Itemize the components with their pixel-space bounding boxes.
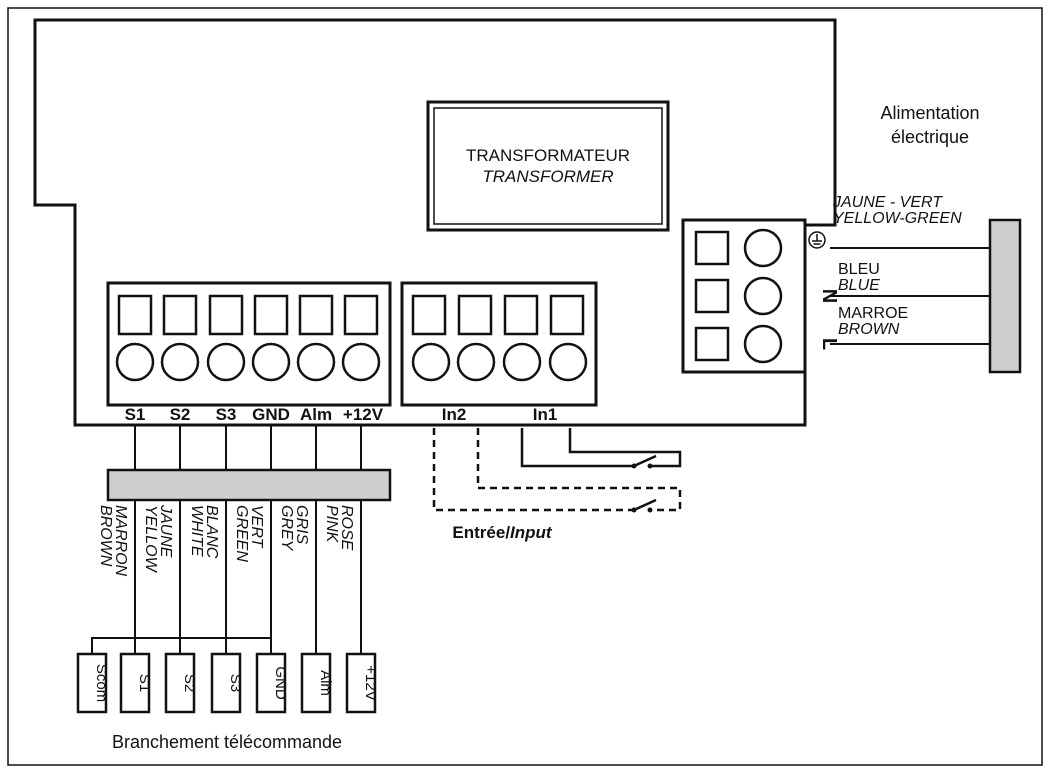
transformer-label-en: TRANSFORMER (482, 167, 613, 186)
remote-pin-s1: S1 (136, 674, 153, 692)
wire-color-grey-en: GREY (278, 505, 295, 552)
wire-label-earth-fr: JAUNE - VERT (832, 194, 943, 211)
transformer-block: TRANSFORMATEUR TRANSFORMER (426, 100, 670, 232)
terminal-wires (91, 426, 362, 654)
circuit-board (33, 18, 837, 427)
wire-label-earth-en: YELLOW-GREEN (833, 210, 962, 227)
terminal-mark-l: L (818, 338, 840, 350)
diagram-frame (7, 7, 1043, 766)
remote-pin-gnd: GND (272, 666, 289, 700)
terminal-label-s1: S1 (125, 405, 146, 424)
wire-color-brown-en: BROWN (97, 505, 114, 567)
remote-cable-connector (106, 468, 392, 502)
terminal-label-s3: S3 (216, 405, 237, 424)
terminal-label-s2: S2 (170, 405, 191, 424)
remote-caption: Branchement télécommande (112, 732, 342, 752)
wire-color-green-en: GREEN (233, 505, 250, 562)
power-terminal-block (681, 218, 807, 374)
wire-color-green-fr: VERT (248, 505, 265, 549)
terminal-label-in2: In2 (442, 405, 467, 424)
wire-color-yellow-fr: JAUNE (157, 504, 174, 558)
terminal-label-12v: +12V (343, 405, 384, 424)
power-title-line2: électrique (891, 127, 969, 147)
ground-icon (808, 231, 826, 249)
input-2-circuit (432, 428, 682, 512)
transformer-label-fr: TRANSFORMATEUR (466, 146, 630, 165)
terminal-label-in1: In1 (533, 405, 558, 424)
wire-color-brown-fr: MARRON (112, 505, 129, 577)
wire-color-pink-en: PINK (323, 505, 340, 544)
wire-label-neutral-en: BLUE (838, 277, 880, 294)
input-2-switch-contact (647, 507, 653, 513)
input-caption: Entrée/Input (452, 523, 553, 542)
remote-pins (76, 652, 377, 714)
input-terminal-block (400, 281, 598, 407)
wire-label-neutral-fr: BLEU (838, 261, 880, 278)
input-1-circuit (520, 428, 682, 468)
terminal-label-alm: Alm (300, 405, 332, 424)
wire-label-live-en: BROWN (838, 321, 900, 338)
wire-label-live-fr: MARROE (838, 305, 908, 322)
remote-pin-12v: +12V (362, 665, 379, 700)
main-terminal-block (106, 281, 392, 407)
input-1-switch-contact (647, 463, 653, 469)
wire-color-white-en: WHITE (188, 505, 205, 557)
terminal-label-gnd: GND (252, 405, 290, 424)
wire-color-yellow-en: YELLOW (142, 505, 159, 574)
wire-color-white-fr: BLANC (203, 505, 220, 559)
power-title-line1: Alimentation (880, 103, 979, 123)
wire-color-grey-fr: GRIS (293, 505, 310, 544)
remote-pin-alm: Alm (317, 670, 334, 696)
power-connector (988, 218, 1022, 374)
input-1-switch-contact (631, 463, 637, 469)
wire-color-pink-fr: ROSE (338, 505, 355, 551)
terminal-mark-n: N (818, 289, 840, 303)
remote-pin-s2: S2 (181, 674, 198, 692)
input-2-switch (633, 498, 657, 512)
input-2-switch-contact (631, 507, 637, 513)
remote-pin-s3: S3 (227, 674, 244, 692)
remote-pin-scom: Scom (93, 664, 110, 702)
